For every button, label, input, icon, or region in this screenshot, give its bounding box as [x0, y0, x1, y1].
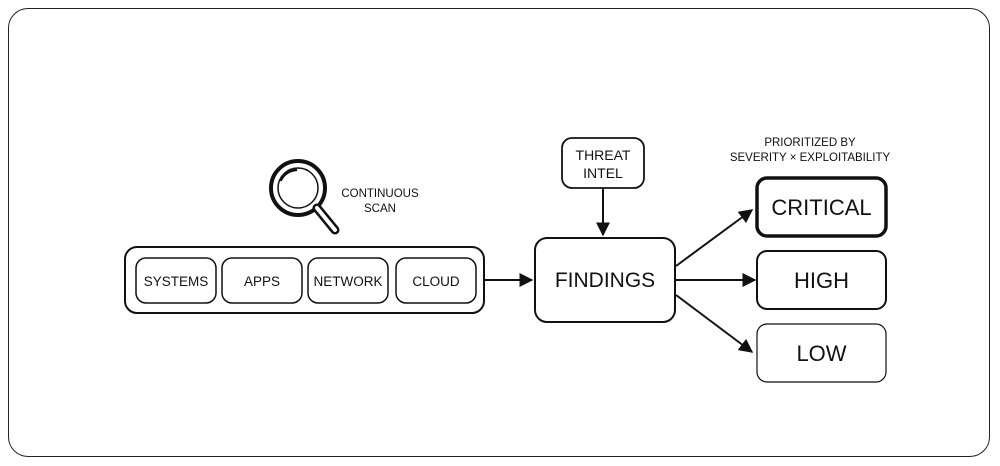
- findings-label: FINDINGS: [555, 269, 655, 292]
- magnifier-icon: [269, 159, 340, 235]
- prioritized-caption-line2: SEVERITY × EXPLOITABILITY: [730, 152, 891, 164]
- threat-intel-line1: THREAT: [576, 147, 631, 163]
- level-label-critical: CRITICAL: [771, 195, 871, 220]
- source-box-apps: APPS: [221, 257, 303, 304]
- source-label-cloud: CLOUD: [412, 274, 460, 289]
- threat-intel-line2: INTEL: [583, 165, 623, 181]
- source-label-apps: APPS: [244, 274, 280, 289]
- arrow-findings-to-critical: [675, 209, 754, 267]
- source-box-systems: SYSTEMS: [135, 257, 217, 304]
- source-box-cloud: CLOUD: [395, 257, 477, 304]
- source-box-network: NETWORK: [307, 257, 389, 304]
- arrow-findings-to-low: [675, 294, 754, 353]
- source-label-systems: SYSTEMS: [144, 274, 209, 289]
- scan-label-line1: CONTINUOUS: [341, 188, 419, 200]
- threat-intel-box: THREAT INTEL: [561, 137, 645, 189]
- scan-label-line2: SCAN: [364, 203, 396, 215]
- level-box-critical: CRITICAL: [755, 176, 888, 238]
- source-label-network: NETWORK: [314, 274, 383, 289]
- level-label-low: LOW: [796, 341, 846, 366]
- prioritized-caption-line1: PRIORITIZED BY: [764, 137, 856, 149]
- level-box-high: HIGH: [756, 250, 887, 310]
- level-box-low: LOW: [756, 323, 887, 383]
- level-label-high: HIGH: [794, 268, 849, 293]
- findings-box: FINDINGS: [534, 237, 676, 323]
